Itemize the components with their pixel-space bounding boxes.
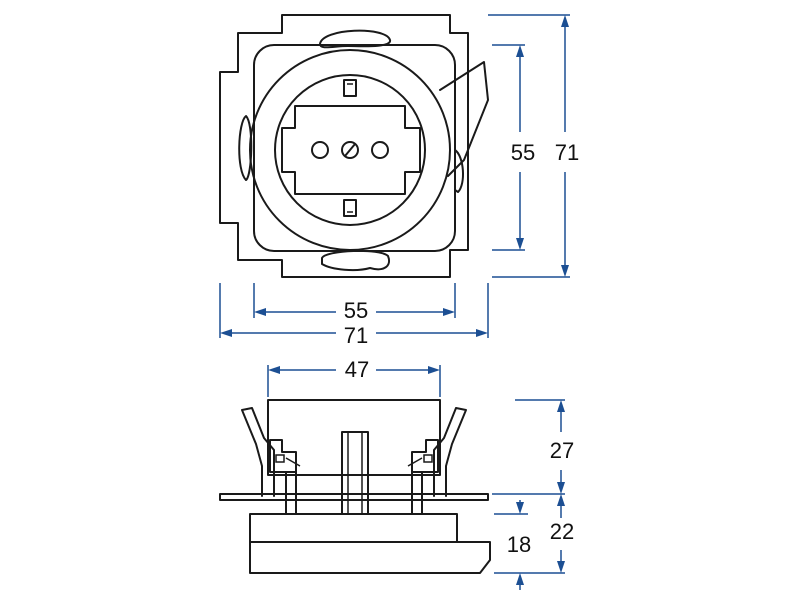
dim-arrow-71v-bottom [561,265,569,277]
dim-arrow-18-bottom [516,573,524,585]
central-shaft [341,431,369,515]
left-terminal-lead [285,457,301,467]
left-claw [241,407,275,497]
center-screw-slot [344,143,356,157]
dim-label-side-depth-lower: 18 [507,532,531,557]
dim-arrow-55h-right [443,308,455,316]
dim-label-side-top-width: 47 [345,357,369,382]
pin-hole-left [311,141,329,159]
dim-arrow-55v-top [516,45,524,57]
left-terminal-screw [275,454,285,463]
dim-arrow-47-left [268,366,280,374]
dim-arrow-27-top [557,400,565,412]
side-view [219,399,491,574]
right-clip [454,149,464,193]
dim-arrow-22-bottom [557,561,565,573]
dim-arrow-47-right [428,366,440,374]
cover-block [249,513,458,543]
dim-arrow-71h-right [476,329,488,337]
dim-arrow-55v-bottom [516,238,524,250]
dim-label-front-inner-width: 55 [344,298,368,323]
front-dimensions: 55 71 55 71 [219,14,579,348]
right-terminal [411,439,439,473]
left-terminal [269,439,297,473]
dim-label-side-depth-total: 22 [550,519,574,544]
cover-frame [249,541,491,574]
earth-contact-top [343,79,357,97]
dim-arrow-22-top [557,494,565,506]
socket-ring-outer [249,49,451,251]
side-dimensions: 47 27 18 22 [267,357,574,590]
dim-arrow-71h-left [220,329,232,337]
socket-cavity [281,105,421,195]
dim-arrow-27-bottom [557,482,565,494]
dim-label-side-height-upper: 27 [550,438,574,463]
mounting-flange [219,493,489,501]
right-terminal-lead [407,457,423,467]
socket-ring-inner [274,74,426,226]
right-claw [433,407,467,497]
top-clip [319,29,391,49]
dim-label-front-outer-height: 71 [555,140,579,165]
hinged-lid [439,61,489,177]
dim-arrow-18-top [516,502,524,514]
bottom-clip [321,249,390,272]
dim-label-front-outer-width: 71 [344,323,368,348]
mounting-frame [219,14,469,278]
pin-hole-right [371,141,389,159]
insert-body [267,399,441,476]
dim-label-front-inner-height: 55 [511,140,535,165]
dim-arrow-55h-left [254,308,266,316]
center-screw [341,141,359,159]
right-terminal-screw [423,454,433,463]
dim-arrow-71v-top [561,15,569,27]
front-view [219,14,489,278]
earth-contact-bottom [343,199,357,217]
